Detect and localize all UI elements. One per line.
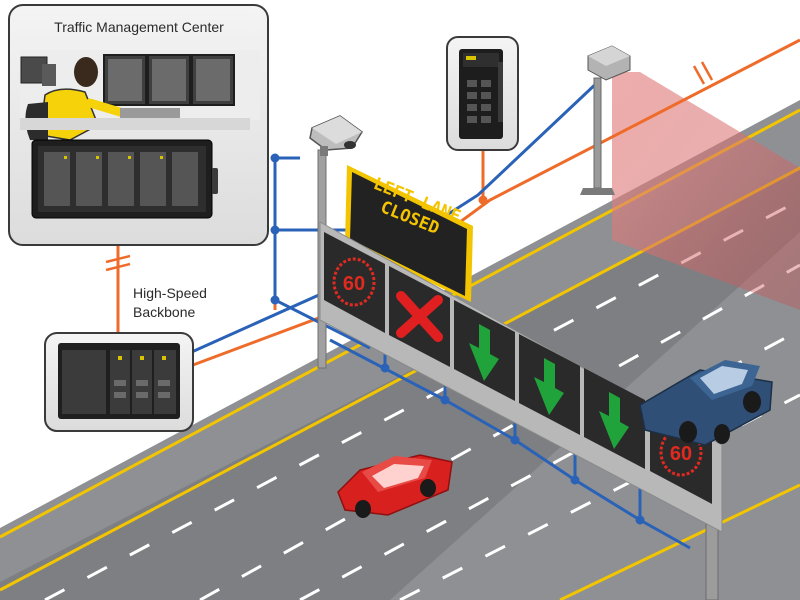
panel-speed-left xyxy=(324,232,385,333)
lane-closed-x-icon xyxy=(396,291,443,342)
tmc-rack-switch-icon xyxy=(31,139,218,219)
arrow-down-icon xyxy=(534,358,564,415)
arrow-down-icon xyxy=(599,392,629,449)
speed-limit-sign-left: 60 xyxy=(332,257,376,307)
backbone-switch-panel xyxy=(44,332,194,432)
network-junctions xyxy=(270,153,645,525)
vms-display xyxy=(350,172,467,296)
overhead-gantry: 60 60 xyxy=(319,221,723,600)
operator-workstation-icon xyxy=(20,50,260,141)
speed-limit-value-right: 60 xyxy=(670,443,692,465)
tmc-panel xyxy=(8,4,269,246)
road-shoulder xyxy=(0,170,800,600)
cable-break-marks xyxy=(105,61,714,272)
backbone-label-line2: Backbone xyxy=(133,304,196,320)
backbone-label: High-Speed Backbone xyxy=(133,284,207,322)
lane-open-arrows xyxy=(469,324,629,449)
lane-control-panels xyxy=(324,232,712,504)
din-rail-switch-icon xyxy=(459,49,503,139)
traffic-sensor-icon xyxy=(580,45,631,195)
operator-head xyxy=(74,57,98,87)
field-switch-panel xyxy=(446,36,519,151)
backbone-label-line1: High-Speed xyxy=(133,285,207,301)
copper-gantry-bus xyxy=(329,338,691,550)
radar-detection-zone xyxy=(612,72,800,310)
pickup-truck xyxy=(639,360,773,446)
ethernet-switch-icon xyxy=(58,343,180,419)
red-car xyxy=(337,454,453,518)
arrow-down-icon xyxy=(469,324,499,381)
speed-limit-value-left: 60 xyxy=(343,273,365,295)
tmc-title: Traffic Management Center xyxy=(54,19,224,35)
